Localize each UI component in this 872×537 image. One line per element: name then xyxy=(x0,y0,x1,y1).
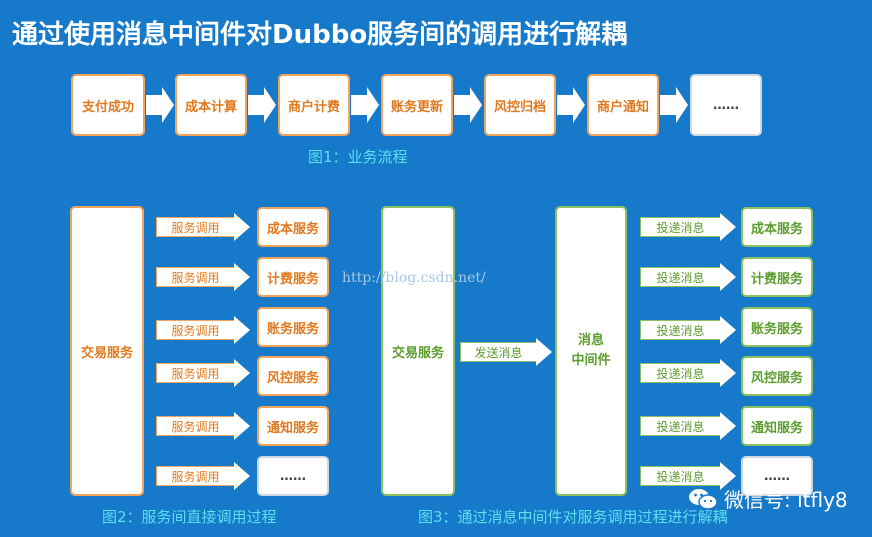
fig3-deliver-arrow: 投递消息 xyxy=(640,462,736,490)
fig3-deliver-arrow: 投递消息 xyxy=(640,359,736,387)
fig2-target-service: 成本服务 xyxy=(257,207,329,247)
fig3-target-service: 成本服务 xyxy=(741,207,813,247)
fig1-step-label: …… xyxy=(713,97,739,113)
fig2-call-arrow: 服务调用 xyxy=(156,359,250,387)
fig1-step-label: 支付成功 xyxy=(81,99,134,115)
fig2-target-label: 账务服务 xyxy=(266,321,319,337)
fig2-call-arrow: 服务调用 xyxy=(156,462,250,490)
fig1-step: 支付成功 xyxy=(71,74,145,136)
fig2-target-label: 成本服务 xyxy=(266,221,319,237)
fig1-caption: 图1：业务流程 xyxy=(308,148,408,166)
fig3-deliver-label: 投递消息 xyxy=(656,270,705,285)
fig2-call-label: 服务调用 xyxy=(171,419,220,434)
fig3-target-label: 通知服务 xyxy=(750,420,803,436)
wechat-id: 微信号: itfly8 xyxy=(724,488,848,512)
fig2-call-label: 服务调用 xyxy=(171,469,220,484)
fig2-source-label: 交易服务 xyxy=(80,345,133,361)
fig2-target-label: 通知服务 xyxy=(266,420,319,436)
fig2-caption: 图2：服务间直接调用过程 xyxy=(102,508,277,526)
fig2-source-service: 交易服务 xyxy=(70,206,144,496)
fig3-source-service: 交易服务 xyxy=(381,206,455,496)
fig3-deliver-arrow: 投递消息 xyxy=(640,263,736,291)
fig1-step-label: 商户计费 xyxy=(287,99,340,115)
watermark-url: http://blog.csdn.net/ xyxy=(342,270,486,286)
fig3-target-label: …… xyxy=(764,468,790,484)
fig3-target-label: 账务服务 xyxy=(750,321,803,337)
fig2-call-label: 服务调用 xyxy=(171,323,220,338)
wechat-icon xyxy=(689,488,718,510)
fig1-step-label: 风控归档 xyxy=(493,99,546,115)
fig3-target-more: …… xyxy=(741,456,813,496)
fig2-call-arrow: 服务调用 xyxy=(156,213,250,241)
fig1-step: 成本计算 xyxy=(175,74,247,136)
fig2-call-arrow: 服务调用 xyxy=(156,263,250,291)
fig2-call-arrow: 服务调用 xyxy=(156,412,250,440)
fig3-deliver-label: 投递消息 xyxy=(656,366,705,381)
fig2-target-label: 风控服务 xyxy=(266,370,319,386)
fig2-target-service: 通知服务 xyxy=(257,406,329,446)
fig3-target-service: 通知服务 xyxy=(741,406,813,446)
fig1-step-label: 商户通知 xyxy=(596,99,649,115)
fig2-target-label: 计费服务 xyxy=(266,271,319,287)
fig1-arrow-icon xyxy=(660,87,688,123)
fig2-target-label: …… xyxy=(280,468,306,484)
fig3-target-label: 风控服务 xyxy=(750,370,803,386)
fig3-deliver-label: 投递消息 xyxy=(656,469,705,484)
fig3-middleware: 消息 中间件 xyxy=(555,206,627,496)
fig3-deliver-label: 投递消息 xyxy=(656,323,705,338)
fig1-step: 商户计费 xyxy=(278,74,350,136)
fig3-deliver-arrow: 投递消息 xyxy=(640,213,736,241)
fig1-step: 商户通知 xyxy=(587,74,659,136)
fig1-arrow-icon xyxy=(248,87,276,123)
fig3-deliver-arrow: 投递消息 xyxy=(640,316,736,344)
fig3-send-label: 发送消息 xyxy=(474,345,523,360)
fig3-target-label: 计费服务 xyxy=(750,271,803,287)
fig1-arrow-icon xyxy=(146,87,174,123)
wechat-badge: 微信号: itfly8 xyxy=(688,484,848,513)
fig3-deliver-arrow: 投递消息 xyxy=(640,412,736,440)
fig1-arrow-icon xyxy=(351,87,379,123)
fig3-deliver-label: 投递消息 xyxy=(656,220,705,235)
fig2-call-label: 服务调用 xyxy=(171,270,220,285)
page-title: 通过使用消息中间件对Dubbo服务间的调用进行解耦 xyxy=(12,20,628,50)
fig1-step: 账务更新 xyxy=(381,74,453,136)
fig3-caption: 图3：通过消息中间件对服务调用过程进行解耦 xyxy=(418,508,728,526)
fig1-arrow-icon xyxy=(454,87,482,123)
fig3-middleware-label: 消息 中间件 xyxy=(571,333,611,368)
fig2-target-service: 账务服务 xyxy=(257,307,329,347)
fig1-step-more: …… xyxy=(690,74,762,136)
fig2-call-label: 服务调用 xyxy=(171,220,220,235)
fig1-step-label: 成本计算 xyxy=(184,99,237,115)
fig3-deliver-label: 投递消息 xyxy=(656,419,705,434)
fig3-target-service: 风控服务 xyxy=(741,356,813,396)
fig3-target-label: 成本服务 xyxy=(750,221,803,237)
fig2-target-more: …… xyxy=(257,456,329,496)
fig3-send-arrow: 发送消息 xyxy=(460,338,552,366)
fig2-call-label: 服务调用 xyxy=(171,366,220,381)
fig2-call-arrow: 服务调用 xyxy=(156,316,250,344)
fig3-source-label: 交易服务 xyxy=(391,345,444,361)
fig3-target-service: 计费服务 xyxy=(741,257,813,297)
fig1-arrow-icon xyxy=(557,87,585,123)
fig3-target-service: 账务服务 xyxy=(741,307,813,347)
fig2-target-service: 计费服务 xyxy=(257,257,329,297)
fig1-step: 风控归档 xyxy=(484,74,556,136)
fig2-target-service: 风控服务 xyxy=(257,356,329,396)
fig1-step-label: 账务更新 xyxy=(390,99,443,115)
